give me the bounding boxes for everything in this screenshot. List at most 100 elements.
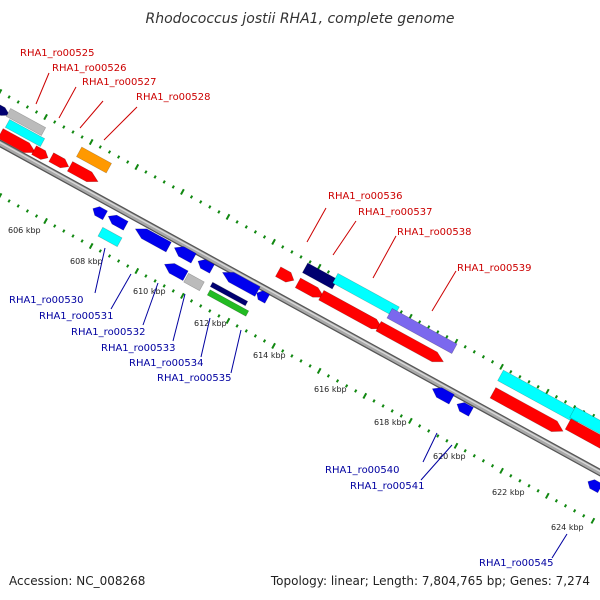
genome-summary-text: Topology: linear; Length: 7,804,765 bp; …: [270, 574, 590, 588]
gene-ro00534[interactable]: [183, 272, 205, 292]
upper-tick-13: [117, 155, 121, 159]
upper-tick-47: [427, 325, 431, 329]
gene-ro00528[interactable]: [76, 146, 112, 174]
upper-tick-16: [144, 170, 148, 174]
lower-tick-5: [43, 217, 48, 225]
lower-tick-34: [308, 364, 312, 368]
gene-ro00533c[interactable]: [162, 259, 189, 281]
gene-label-ro00535[interactable]: RHA1_ro00535: [157, 373, 232, 384]
gene-ro00544b[interactable]: [564, 418, 600, 454]
gene-ro00529r[interactable]: [90, 204, 108, 221]
gene-ro00541[interactable]: [455, 400, 474, 417]
gene-ro00526[interactable]: [4, 119, 46, 147]
gene-ro00545[interactable]: [585, 477, 600, 494]
gene-ro00544[interactable]: [569, 406, 600, 446]
upper-tick-4: [34, 110, 39, 114]
upper-tick-18: [162, 180, 166, 184]
upper-tick-31: [281, 245, 285, 249]
upper-tick-29: [262, 235, 267, 239]
gene-ro00527[interactable]: [0, 128, 38, 158]
upper-tick-23: [208, 205, 212, 209]
upper-tick-11: [98, 145, 102, 149]
gene-ro00535[interactable]: [209, 281, 249, 307]
lower-tick-64: [582, 514, 586, 518]
upper-tick-26: [235, 220, 239, 224]
lower-tick-57: [518, 479, 522, 483]
lower-tick-29: [262, 339, 267, 343]
lower-tick-32: [290, 354, 294, 358]
lower-tick-53: [481, 459, 485, 463]
upper-tick-5: [43, 113, 48, 121]
gene-ro00527b[interactable]: [31, 145, 51, 162]
lower-tick-54: [490, 464, 495, 468]
gene-label-ro00541[interactable]: RHA1_ro00541: [350, 481, 425, 492]
lower-tick-56: [509, 474, 513, 478]
gene-label-ro00526[interactable]: RHA1_ro00526: [52, 63, 127, 74]
gene-ro00529b[interactable]: [66, 161, 100, 186]
upper-tick-49: [445, 335, 449, 339]
kbp-label-612: 612 kbp: [194, 319, 227, 328]
gene-label-ro00539[interactable]: RHA1_ro00539: [457, 263, 532, 274]
lower-tick-2: [16, 204, 20, 208]
gene-ro00538b[interactable]: [318, 289, 386, 333]
lower-tick-40: [362, 392, 368, 400]
lower-tick-47: [427, 429, 431, 433]
gene-label-ro00536[interactable]: RHA1_ro00536: [328, 191, 403, 202]
gene-ro00533[interactable]: [172, 243, 197, 264]
gene-ro00529[interactable]: [48, 152, 71, 171]
gene-ro00531[interactable]: [97, 226, 123, 248]
gene-label-ro00545[interactable]: RHA1_ro00545: [479, 558, 554, 569]
gene-label-ro00537[interactable]: RHA1_ro00537: [358, 207, 433, 218]
upper-tick-9: [80, 135, 84, 139]
gene-label-ro00532[interactable]: RHA1_ro00532: [71, 327, 146, 338]
lower-tick-50: [453, 442, 459, 449]
gene-ro00540[interactable]: [430, 384, 455, 405]
lower-tick-22: [199, 304, 203, 308]
upper-tick-32: [290, 250, 294, 254]
gene-label-ro00534[interactable]: RHA1_ro00534: [129, 358, 204, 369]
lower-tick-31: [281, 349, 285, 353]
gene-ro00534b[interactable]: [220, 268, 261, 297]
lower-tick-45: [408, 417, 413, 425]
gene-ro00535b[interactable]: [206, 289, 250, 317]
forward-gene-labels: RHA1_ro00525 RHA1_ro00526 RHA1_ro00527 R…: [20, 48, 532, 274]
upper-tick-36: [326, 270, 330, 274]
lower-tick-19: [171, 289, 175, 293]
lower-tick-35: [316, 367, 322, 375]
gene-ro00537[interactable]: [302, 262, 338, 290]
gene-ro00532[interactable]: [133, 224, 172, 253]
gene-ro00543[interactable]: [489, 387, 566, 437]
gene-ro00537b[interactable]: [294, 277, 327, 302]
gene-label-ro00538[interactable]: RHA1_ro00538: [397, 227, 472, 238]
upper-tick-15: [134, 163, 140, 171]
accession-text: Accession: NC_008268: [9, 574, 145, 588]
gene-label-ro00527[interactable]: RHA1_ro00527: [82, 77, 157, 88]
gene-label-ro00540[interactable]: RHA1_ro00540: [325, 465, 400, 476]
lower-tick-24: [217, 314, 221, 318]
gene-ro00536[interactable]: [275, 266, 296, 285]
gene-ro00533b[interactable]: [196, 257, 215, 274]
gene-ro00539b[interactable]: [375, 321, 446, 366]
gene-ro00539[interactable]: [386, 308, 458, 354]
gene-label-ro00525[interactable]: RHA1_ro00525: [20, 48, 95, 59]
lower-tick-39: [354, 389, 358, 393]
kbp-label-624: 624 kbp: [551, 523, 584, 532]
kbp-label-618: 618 kbp: [374, 418, 407, 427]
upper-tick-22: [199, 200, 203, 204]
gene-ro00530[interactable]: [106, 212, 129, 231]
lower-tick-46: [418, 424, 422, 428]
upper-tick-27: [244, 225, 248, 229]
gene-label-ro00531[interactable]: RHA1_ro00531: [39, 311, 114, 322]
gene-label-ro00528[interactable]: RHA1_ro00528: [136, 92, 211, 103]
upper-tick-61: [554, 395, 558, 399]
gene-label-ro00530[interactable]: RHA1_ro00530: [9, 295, 84, 306]
gene-ro00525[interactable]: [5, 108, 47, 136]
kbp-label-616: 616 kbp: [314, 385, 347, 394]
gene-ro00534c[interactable]: [254, 289, 271, 304]
upper-tick-57: [518, 375, 522, 379]
map-title: Rhodococcus jostii RHA1, complete genome: [145, 11, 454, 27]
gene-ro00524[interactable]: [0, 100, 12, 119]
gene-label-ro00533[interactable]: RHA1_ro00533: [101, 343, 176, 354]
